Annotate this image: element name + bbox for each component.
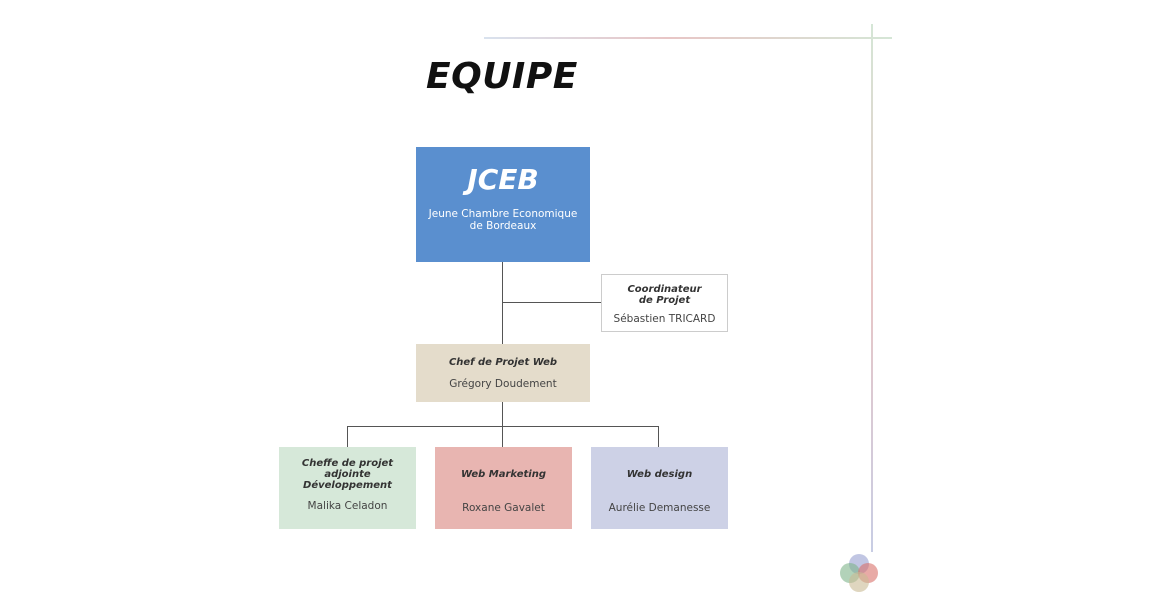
- connector-lead-down: [502, 402, 503, 447]
- dev-role-line3: Développement: [303, 480, 392, 491]
- dev-role-line1: Cheffe de projet: [301, 458, 394, 469]
- dev-role-line2: adjointe: [324, 469, 371, 480]
- root-name: JCEB: [467, 163, 539, 196]
- lead-person: Grégory Doudement: [449, 378, 557, 390]
- connector-coordinator: [502, 302, 601, 303]
- root-subtitle-line2: de Bordeaux: [469, 220, 537, 232]
- coordinator-role-line1: Coordinateur: [627, 284, 702, 295]
- coordinator-role: Coordinateur de Projet: [602, 284, 727, 306]
- dev-role: Cheffe de projet adjointe Développement: [279, 458, 416, 491]
- lead-role: Chef de Projet Web: [448, 357, 558, 368]
- decorative-side-line: [871, 24, 873, 552]
- org-node-lead: Chef de Projet Web Grégory Doudement: [416, 344, 590, 402]
- dev-person: Malika Celadon: [307, 500, 388, 512]
- marketing-role: Web Marketing: [460, 469, 546, 480]
- coordinator-role-line2: de Projet: [638, 295, 691, 306]
- logo-icon: [840, 554, 878, 592]
- connector-dev: [347, 426, 348, 447]
- coordinator-person: Sébastien TRICARD: [613, 313, 716, 325]
- decorative-top-line: [484, 37, 892, 39]
- design-role: Web design: [626, 469, 693, 480]
- connector-design: [658, 426, 659, 447]
- org-node-coordinator: Coordinateur de Projet Sébastien TRICARD: [601, 274, 728, 332]
- org-node-root: JCEB Jeune Chambre Economique de Bordeau…: [416, 147, 590, 262]
- connector-members-bar: [347, 426, 659, 427]
- org-node-design: Web design Aurélie Demanesse: [591, 447, 728, 529]
- org-node-development: Cheffe de projet adjointe Développement …: [279, 447, 416, 529]
- root-subtitle: Jeune Chambre Economique de Bordeaux: [416, 208, 590, 232]
- root-subtitle-line1: Jeune Chambre Economique: [428, 208, 578, 220]
- page-title: EQUIPE: [426, 56, 578, 97]
- design-person: Aurélie Demanesse: [608, 502, 711, 514]
- marketing-person: Roxane Gavalet: [462, 502, 545, 514]
- org-node-marketing: Web Marketing Roxane Gavalet: [435, 447, 572, 529]
- connector-root-lead: [502, 262, 503, 344]
